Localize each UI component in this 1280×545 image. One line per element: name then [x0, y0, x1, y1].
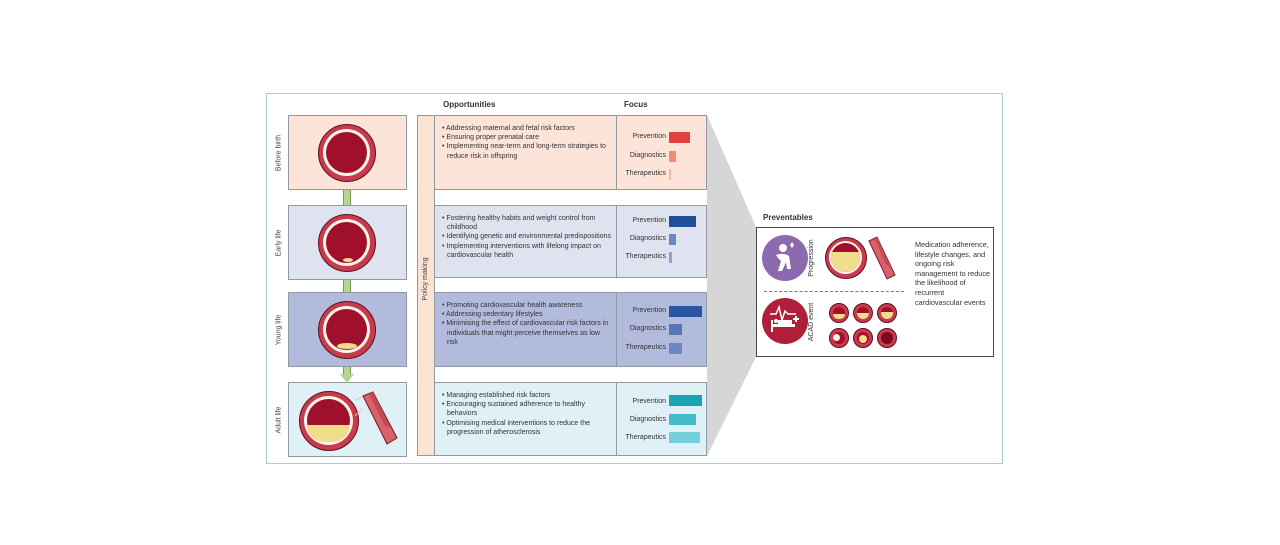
focus-bar-diagnostics [669, 151, 677, 162]
opportunities-list: Fostering healthy habits and weight cont… [442, 214, 612, 260]
focus-label-diagnostics: Diagnostics [629, 325, 666, 332]
focus-label-prevention: Prevention [632, 307, 666, 314]
opportunities-box-before-birth: Addressing maternal and fetal risk facto… [435, 115, 707, 190]
arrow-early-to-young [343, 280, 351, 292]
funnel-shape [707, 115, 756, 456]
focus-bar-therapeutics [669, 169, 671, 180]
acad-vessel-icon [877, 328, 897, 348]
vessel-young-life [318, 301, 376, 359]
opportunity-item: Ensuring proper prenatal care [442, 133, 612, 142]
acad-event-patient-icon [762, 298, 808, 344]
acad-vessel-icon [829, 303, 849, 323]
plaque-spot [343, 258, 353, 262]
focus-header: Focus [624, 100, 648, 109]
focus-bar-therapeutics [669, 432, 701, 443]
opportunity-item: Optimising medical interventions to redu… [442, 419, 612, 437]
preventables-description: Medication adherence, lifestyle changes,… [915, 240, 991, 307]
focus-bar-prevention [669, 216, 697, 227]
focus-bar-prevention [669, 395, 702, 406]
focus-bar-prevention [669, 132, 691, 143]
focus-label-therapeutics: Therapeutics [625, 344, 666, 351]
focus-label-diagnostics: Diagnostics [629, 152, 666, 159]
progression-vessel [825, 237, 867, 279]
focus-label-diagnostics: Diagnostics [629, 235, 666, 242]
opportunities-list: Managing established risk factors Encour… [442, 391, 612, 437]
arrow-before-to-early [343, 190, 351, 205]
focus-bar-therapeutics [669, 252, 673, 263]
vessel-lumen [326, 222, 367, 263]
opportunities-header: Opportunities [443, 100, 496, 109]
acad-vessel-icon [877, 303, 897, 323]
opportunities-list: Addressing maternal and fetal risk facto… [442, 124, 612, 161]
focus-label-prevention: Prevention [632, 133, 666, 140]
focus-label-therapeutics: Therapeutics [625, 434, 666, 441]
opportunities-box-adult-life: Managing established risk factors Encour… [435, 382, 707, 456]
artery-segment-illustration [355, 391, 398, 445]
opportunity-item: Identifying genetic and environmental pr… [442, 232, 612, 241]
opportunity-item: Promoting cardiovascular health awarenes… [442, 301, 612, 310]
acad-vessel-icon [853, 303, 873, 323]
preventables-title: Preventables [763, 213, 813, 222]
progression-label: Progression [808, 239, 815, 277]
progression-person-icon [762, 235, 808, 281]
focus-label-prevention: Prevention [632, 398, 666, 405]
focus-bar-therapeutics [669, 343, 683, 354]
focus-label-therapeutics: Therapeutics [625, 170, 666, 177]
policy-making-label: Policy making [422, 257, 429, 301]
acad-event-label: ACAD event [808, 302, 815, 342]
opportunities-box-early-life: Fostering healthy habits and weight cont… [435, 205, 707, 278]
focus-divider [616, 116, 617, 189]
focus-divider [616, 293, 617, 366]
arrow-young-to-adult [343, 367, 351, 375]
focus-bar-prevention [669, 306, 702, 317]
opportunity-item: Managing established risk factors [442, 391, 612, 400]
acad-vessel-icon [853, 328, 873, 348]
stage-label-adult-life: Adult life [275, 406, 283, 434]
opportunity-item: Addressing sedentary lifestyles [442, 310, 612, 319]
focus-bar-diagnostics [669, 414, 697, 425]
opportunity-item: Minimising the effect of cardiovascular … [442, 319, 612, 347]
vessel-adult-life [299, 391, 359, 451]
focus-label-diagnostics: Diagnostics [629, 416, 666, 423]
opportunity-item: Encouraging sustained adherence to healt… [442, 400, 612, 418]
plaque-layer [337, 343, 357, 349]
stage-label-early-life: Early life [275, 229, 283, 257]
stage-label-before-birth: Before birth [275, 134, 283, 172]
vessel-before-birth [318, 124, 376, 182]
opportunities-box-young-life: Promoting cardiovascular health awarenes… [435, 292, 707, 367]
progression-artery-illustration [868, 236, 896, 280]
opportunity-item: Addressing maternal and fetal risk facto… [442, 124, 612, 133]
opportunity-item: Fostering healthy habits and weight cont… [442, 214, 612, 232]
opportunity-item: Implementing interventions with lifelong… [442, 242, 612, 260]
arrow-head-icon [340, 374, 354, 383]
focus-bar-diagnostics [669, 324, 683, 335]
focus-divider [616, 206, 617, 277]
focus-label-prevention: Prevention [632, 217, 666, 224]
opportunities-list: Promoting cardiovascular health awarenes… [442, 301, 612, 347]
focus-divider [616, 383, 617, 455]
preventables-separator [764, 291, 904, 292]
focus-bar-diagnostics [669, 234, 676, 245]
acad-vessel-icon [829, 328, 849, 348]
stage-label-young-life: Young life [275, 314, 283, 346]
opportunity-item: Implementing near-term and long-term str… [442, 142, 612, 160]
plaque-buildup [307, 425, 350, 442]
focus-label-therapeutics: Therapeutics [625, 253, 666, 260]
policy-making-bar [417, 115, 435, 456]
vessel-lumen [326, 132, 367, 173]
vessel-early-life [318, 214, 376, 272]
